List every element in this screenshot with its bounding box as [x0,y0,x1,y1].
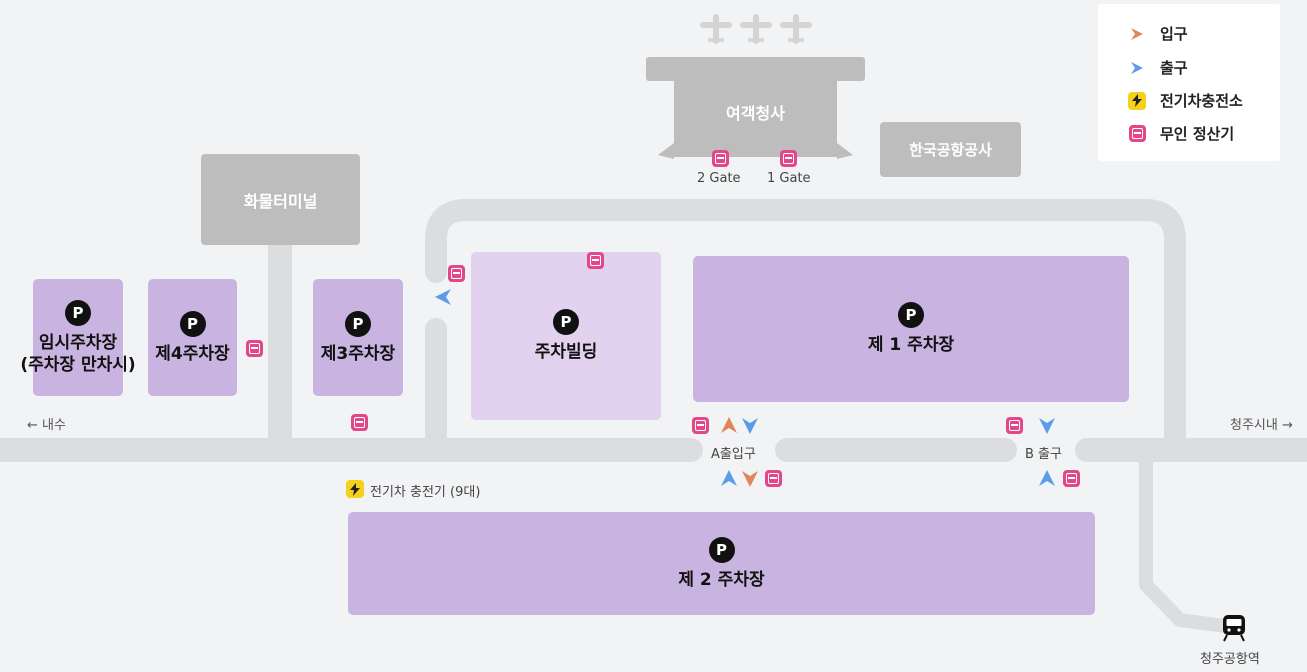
kiosk-icon [587,252,604,269]
exit-arrow-icon [1128,59,1146,77]
temporary-parking-lot[interactable]: P 임시주차장 (주차장 만차시) [20,279,136,396]
lot-3[interactable]: P 제3주차장 [313,279,403,396]
parking-icon: P [345,310,371,337]
entry-arrow-icon [1128,25,1146,43]
direction-cheongju: 청주시내 → [1230,418,1293,433]
airplane-icon [780,14,812,44]
a-gate-label: A출입구 [711,447,756,462]
cargo-terminal-building: 화물터미널 [201,154,360,245]
kiosk-icon [692,417,709,434]
parking-building-name: 주차빌딩 [534,342,598,362]
exit-arrow-icon [742,418,758,434]
main-road-right [1075,438,1307,462]
kac-building: 한국공항공사 [880,122,1021,177]
entry-arrow-icon [721,417,737,433]
b-exit-label: B 출구 [1025,447,1062,462]
entry-arrow-icon [742,471,758,487]
kiosk-icon [1063,470,1080,487]
gate1-label: 1 Gate [767,171,811,186]
kiosk-icon [780,150,797,167]
legend: 입구 출구 전기차충전소 무인 정산기 [1098,4,1280,161]
kiosk-icon [246,340,263,357]
ev-chargers-label: 전기차 충전기 (9대) [370,485,481,500]
ev-charging-icon [346,480,364,498]
legend-exit-label: 출구 [1160,59,1188,77]
temporary-lot-name: 임시주차장 [38,332,118,353]
kiosk-icon [765,470,782,487]
ev-charging-icon [1128,91,1146,110]
main-road-middle [775,438,1017,462]
kiosk-icon [448,265,465,282]
legend-ev: 전기차충전소 [1128,90,1243,111]
lot-1-name: 제 1 주차장 [867,335,955,355]
station-label: 청주공항역 [1200,652,1260,667]
parking-icon: P [708,536,735,563]
parking-icon: P [898,302,924,328]
cargo-access-road [268,240,292,450]
kiosk-icon [351,414,368,431]
legend-entry: 입구 [1128,23,1188,44]
legend-entry-label: 입구 [1160,25,1188,43]
gate2-label: 2 Gate [697,171,741,186]
exit-arrow-icon [1039,470,1055,486]
kiosk-icon [1128,125,1146,142]
exit-arrow-icon [1039,418,1055,434]
terminal-label: 여객청사 [726,104,785,123]
lot-2-name: 제 2 주차장 [678,569,765,590]
legend-exit: 출구 [1128,57,1188,78]
loop-road-left-lower [425,318,447,448]
train-icon [1223,615,1245,642]
main-road-left [0,438,703,462]
lot-4[interactable]: P 제4주차장 [148,279,237,396]
lot-1[interactable]: P 제 1 주차장 [693,256,1129,402]
lot-3-name: 제3주차장 [320,343,396,364]
exit-arrow-icon [435,289,451,305]
direction-naesu: ← 내수 [27,418,66,433]
lot-2[interactable]: P 제 2 주차장 [348,512,1095,615]
exit-arrow-icon [721,470,737,486]
terminal-building-shape [646,57,865,159]
airplane-icons [700,14,812,44]
kiosk-icon [712,150,729,167]
legend-ev-label: 전기차충전소 [1160,92,1243,110]
legend-kiosk: 무인 정산기 [1128,123,1234,144]
lot-4-name: 제4주차장 [155,343,230,364]
temporary-lot-note: (주차장 만차시) [20,354,136,375]
airplane-icon [740,14,772,44]
parking-icon: P [65,299,91,326]
legend-kiosk-label: 무인 정산기 [1160,125,1235,143]
kiosk-icon [1006,417,1023,434]
parking-icon: P [179,310,206,337]
parking-icon: P [553,309,579,335]
parking-building[interactable]: P 주차빌딩 [471,252,661,420]
airplane-icon [700,14,732,44]
